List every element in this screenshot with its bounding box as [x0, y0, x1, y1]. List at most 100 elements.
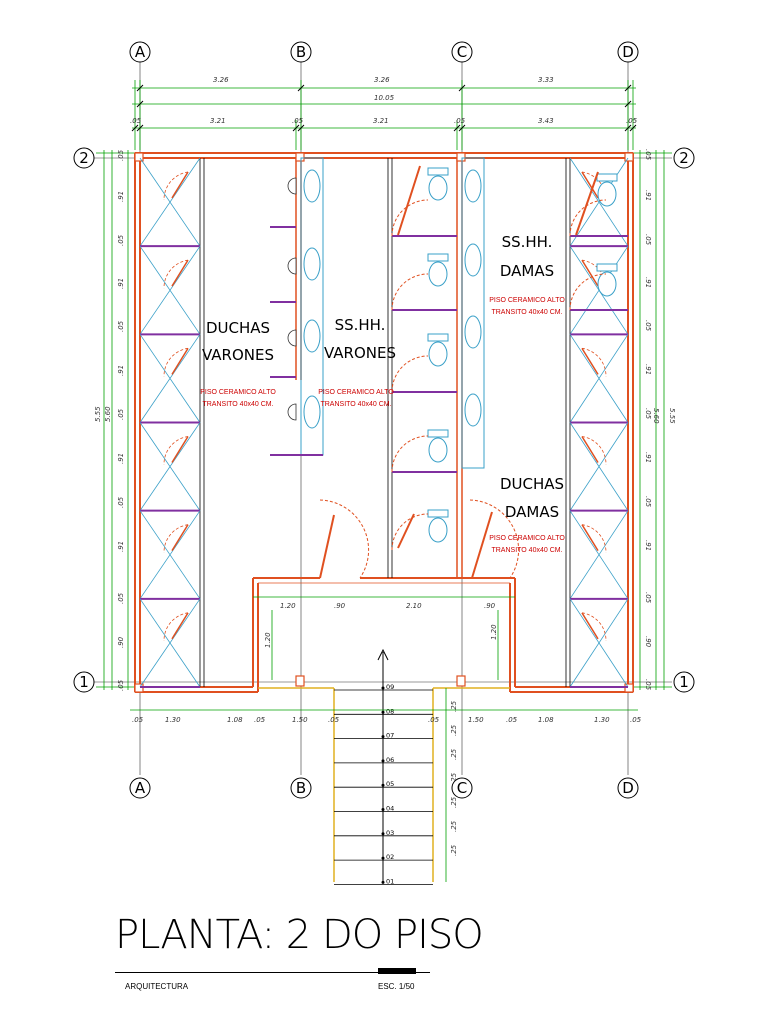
dim-hall-2: 2.10 [406, 602, 422, 610]
floor-note-line1: PISO CERAMICO ALTO [489, 297, 565, 304]
shower-stalls-left [139, 157, 201, 688]
dim-right-outer: 5.55 [668, 408, 676, 424]
grid-label-1-left: 1 [79, 673, 89, 691]
door-leaves [319, 165, 599, 579]
stair-step-number: 07 [386, 732, 394, 740]
shower-stall [569, 598, 629, 688]
dim-top3-0: .05 [130, 117, 142, 125]
shower-stall [139, 598, 201, 688]
left-segment-label: .05 [117, 679, 125, 691]
dim-top3-6: .05 [626, 117, 638, 125]
room-name-line2: VARONES [324, 344, 396, 362]
shower-stall [139, 157, 201, 248]
grid-label-b-top: B [296, 43, 306, 61]
shower-stall [139, 422, 201, 512]
bottom-dimension-label: 1.08 [227, 716, 243, 724]
dim-top3-3: 3.21 [373, 117, 389, 125]
floor-note-line1: PISO CERAMICO ALTO [200, 389, 276, 396]
room-name-line1: DUCHAS [500, 475, 564, 493]
right-segment-label: .91 [644, 540, 652, 551]
stair-tread-dimension: .25 [450, 748, 458, 760]
right-segment-label: .91 [644, 364, 652, 375]
right-segment-labels: .05.91.05.91.05.91.05.91.05.91.05.90.05 [644, 149, 652, 691]
grid-label-b-bottom: B [296, 779, 306, 797]
top-dimension-labels: 3.26 3.26 3.33 10.05 .05 3.21 .05 3.21 .… [130, 76, 638, 125]
toilet-icon [427, 509, 449, 543]
stair-tread-dimension: .25 [450, 724, 458, 736]
floor-note-line1: PISO CERAMICO ALTO [489, 535, 565, 542]
bottom-dimension-label: .05 [254, 716, 266, 724]
grid-label-a-bottom: A [135, 779, 146, 797]
toilet-icon [427, 253, 449, 287]
shower-stall [569, 422, 629, 512]
room-sshh-damas: SS.HH. DAMAS PISO CERAMICO ALTO TRANSITO… [489, 233, 565, 316]
right-segment-label: .05 [644, 320, 652, 332]
toilet-stall-partitions [392, 235, 628, 473]
grid-label-d-top: D [622, 43, 634, 61]
dim-hall-3: .90 [484, 602, 496, 610]
door-swings [319, 199, 607, 579]
bottom-dimension-label: 1.30 [594, 716, 610, 724]
stair-step-number: 04 [386, 805, 394, 813]
dim-left-outer: 5.55 [94, 406, 102, 422]
room-duchas-varones: DUCHAS VARONES PISO CERAMICO ALTO TRANSI… [200, 319, 276, 408]
right-segment-label: .05 [644, 149, 652, 161]
shower-stall [569, 334, 629, 424]
dim-hall-1: .90 [334, 602, 346, 610]
stair-tread-dimension: .25 [450, 700, 458, 712]
exterior-walls [134, 152, 634, 693]
discipline-label: ARQUITECTURA [125, 982, 189, 991]
shower-stalls-right [569, 157, 629, 688]
right-segment-label: .91 [644, 190, 652, 201]
right-segment-label: .91 [644, 452, 652, 463]
lavatory-counter-men [270, 157, 324, 456]
structural-columns [134, 152, 634, 693]
stair-tread-dimension: .25 [450, 820, 458, 832]
dim-hall-0: 1.20 [280, 602, 296, 610]
left-segment-label: .05 [117, 234, 125, 246]
bottom-dimension-label: 1.50 [468, 716, 484, 724]
left-segment-label: .91 [117, 453, 125, 464]
dim-top3-4: .05 [454, 117, 466, 125]
floor-note-line2: TRANSITO 40x40 CM. [320, 401, 391, 408]
stair-tread-dimension: .25 [450, 796, 458, 808]
stair-step-number: 05 [386, 780, 394, 788]
right-segment-label: .05 [644, 234, 652, 246]
dim-top-cd: 3.33 [538, 76, 554, 84]
dim-top3-2: .05 [292, 117, 304, 125]
right-segment-label: .91 [644, 277, 652, 288]
stair-dimension-labels: .25.25.25.25.25.25.25 [450, 700, 458, 856]
lavatory-counter-women [461, 157, 485, 469]
shower-stall [569, 510, 629, 600]
side-dimension-labels: 5.55 5.60 5.60 5.55 [94, 406, 676, 424]
bottom-dimension-label: 1.08 [538, 716, 554, 724]
floor-note-line2: TRANSITO 40x40 CM. [491, 547, 562, 554]
room-name-line2: DAMAS [500, 262, 554, 280]
left-segment-label: .05 [117, 149, 125, 161]
urinal-dividers [270, 226, 296, 378]
grid-label-c-top: C [457, 43, 467, 61]
grid-bubble-labels: A B C D A B C D 2 2 1 1 [79, 43, 689, 797]
dim-left-inner: 5.60 [104, 406, 112, 422]
dim-right-inner: 5.60 [652, 408, 660, 424]
stair-step-number: 08 [386, 707, 394, 715]
room-name-line1: SS.HH. [335, 316, 386, 334]
left-segment-label: .91 [117, 278, 125, 289]
grid-label-c-bottom: C [457, 779, 467, 797]
dim-hall-vert-right: 1.20 [490, 624, 498, 640]
floor-note-line2: TRANSITO 40x40 CM. [491, 309, 562, 316]
dim-top-bc: 3.26 [374, 76, 390, 84]
left-segment-label: .05 [117, 320, 125, 332]
bottom-dimension-label: 1.50 [292, 716, 308, 724]
right-segment-label: .05 [644, 592, 652, 604]
grid-label-2-right: 2 [679, 149, 689, 167]
right-segment-label: .05 [644, 408, 652, 420]
top-dimension-ticks [131, 84, 637, 132]
right-segment-label: .05 [644, 496, 652, 508]
left-segment-label: .05 [117, 496, 125, 508]
left-segment-label: .05 [117, 408, 125, 420]
grid-label-1-right: 1 [679, 673, 689, 691]
bottom-dimension-label: .05 [132, 716, 144, 724]
right-segment-label: .05 [644, 679, 652, 691]
grid-bubbles [73, 41, 695, 799]
